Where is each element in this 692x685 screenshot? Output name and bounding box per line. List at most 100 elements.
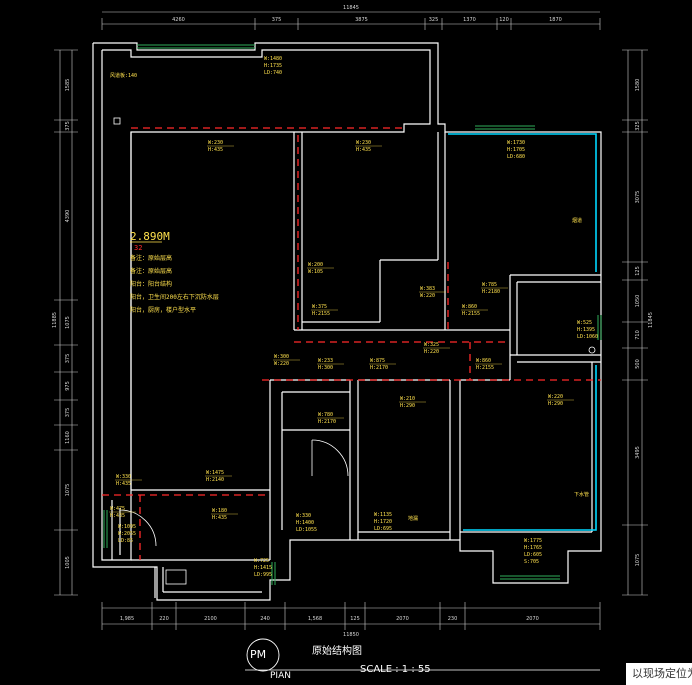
beam-label-line: W:383 xyxy=(420,286,435,292)
beam-label-line: W:860 xyxy=(462,304,477,310)
beam-label-line: W:230 xyxy=(356,140,371,146)
beam-label-line: W:300 xyxy=(274,354,289,360)
window-labels: W:1480H:1735LD:740W:1730H:1705LD:680W:52… xyxy=(118,56,598,578)
dim-top-overall: 11845 xyxy=(343,5,359,11)
beam-label-line: W:233 xyxy=(318,358,333,364)
window-label-line: S:705 xyxy=(524,559,539,565)
beam-label-line: W:220 xyxy=(548,394,563,400)
dim-right-segment: 325 xyxy=(635,121,641,131)
window-label-line: W:330 xyxy=(296,513,311,519)
beam-label-line: W:105 xyxy=(308,269,323,275)
window-label-line: LD:85 xyxy=(118,538,133,544)
window-label-line: W:1480 xyxy=(264,56,282,62)
glass-walls xyxy=(448,133,597,531)
drawing-scale: SCALE : 1 : 55 xyxy=(360,664,431,675)
window-label-line: W:1730 xyxy=(507,140,525,146)
dim-right-segment: 3075 xyxy=(635,191,641,204)
dim-bottom-segment: 240 xyxy=(260,616,270,622)
dimension-lines xyxy=(59,11,643,625)
window-label-line: H:1735 xyxy=(264,63,282,69)
dim-right-overall: 11845 xyxy=(648,312,654,328)
beam-label-line: H:290 xyxy=(400,403,415,409)
window-label-line: LD:695 xyxy=(374,526,392,532)
dim-top-segment: 3875 xyxy=(355,17,368,23)
beam-label-line: W:375 xyxy=(312,304,327,310)
window-label-line: W:2055 xyxy=(118,531,136,537)
dim-top-segment: 375 xyxy=(272,17,282,23)
dim-right-segment: 3495 xyxy=(635,446,641,459)
beam-label-line: W:220 xyxy=(420,293,435,299)
beam-label-line: W:860 xyxy=(476,358,491,364)
dim-left-segment: 1005 xyxy=(65,556,71,569)
beam-label-line: W:1475 xyxy=(206,470,224,476)
dim-bottom-segment: 1,985 xyxy=(120,616,134,622)
label-kitchen: 烟道 xyxy=(572,217,582,224)
label-drain: 地漏 xyxy=(408,515,418,522)
beam-label-line: W:220 xyxy=(274,361,289,367)
beam-label-line: W:475 xyxy=(110,506,125,512)
window-marks xyxy=(103,44,602,585)
window-label-line: LD:740 xyxy=(264,70,282,76)
dim-left-segment: 1075 xyxy=(65,316,71,329)
dim-top-segment: 1370 xyxy=(463,17,476,23)
dim-bottom-segment: 230 xyxy=(448,616,458,622)
dim-top-segment: 325 xyxy=(429,17,439,23)
dim-bottom-overall: 11850 xyxy=(343,632,359,638)
beam-label-line: H:2140 xyxy=(206,477,224,483)
drawing-title: 原始结构图 xyxy=(312,646,362,657)
outer-wall xyxy=(92,42,602,601)
beam-label-line: W:875 xyxy=(370,358,385,364)
window-label-line: LD:680 xyxy=(507,154,525,160)
window-label-line: H:1705 xyxy=(507,147,525,153)
door-swings xyxy=(113,117,596,585)
height-tag: 32 xyxy=(134,244,142,252)
dim-bottom-segment: 1,568 xyxy=(308,616,322,622)
window-label-line: W:725 xyxy=(254,558,269,564)
dim-left-segment: 375 xyxy=(65,121,71,131)
dim-top-segment: 1870 xyxy=(549,17,562,23)
beam-label-line: H:300 xyxy=(318,365,333,371)
window-label-line: LD:1055 xyxy=(296,527,317,533)
beam-label-line: H:435 xyxy=(110,513,125,519)
window-label-line: H:1765 xyxy=(524,545,542,551)
dim-right-segment: 710 xyxy=(635,330,641,340)
ceiling-height: 2.890M xyxy=(130,230,170,243)
dim-left-segment: 4390 xyxy=(65,210,71,223)
window-label-line: H:1395 xyxy=(577,327,595,333)
beam-label-line: W:780 xyxy=(318,412,333,418)
beam-label-line: H:2155 xyxy=(312,311,330,317)
dim-left-overall: 11885 xyxy=(52,312,58,328)
beam-label-line: H:2170 xyxy=(370,365,388,371)
beam-label-line: H:435 xyxy=(212,515,227,521)
beam-lines xyxy=(102,127,601,560)
window-label-line: W:1095 xyxy=(118,524,136,530)
beam-labels: W:230H:435W:230H:435W:200W:105W:375H:215… xyxy=(109,140,574,521)
dimension-ticks xyxy=(54,18,648,630)
dim-bottom-segment: 220 xyxy=(159,616,169,622)
beam-label-line: W:180 xyxy=(212,508,227,514)
window-label-line: H:1720 xyxy=(374,519,392,525)
note-line-1: 备注：原始层高 xyxy=(130,254,172,262)
dim-left-segment: 375 xyxy=(65,354,71,364)
window-label-line: LD:605 xyxy=(524,552,542,558)
beam-label-line: H:2155 xyxy=(462,311,480,317)
dim-left-segment: 1075 xyxy=(65,484,71,497)
note-line-4: 阳台，卫生间200左右下沉防水层 xyxy=(130,293,219,301)
window-label-line: W:1775 xyxy=(524,538,542,544)
dim-bottom-segment: 2070 xyxy=(396,616,409,622)
beam-label-line: H:435 xyxy=(356,147,371,153)
note-line-2: 备注：原始层高 xyxy=(130,267,172,275)
dim-right-segment: 500 xyxy=(635,359,641,369)
inner-wall-outline xyxy=(101,49,431,561)
dim-left-segment: 1160 xyxy=(65,431,71,444)
window-label-line: LD:1060 xyxy=(577,334,598,340)
beam-label-line: H:2180 xyxy=(482,289,500,295)
dim-left-segment: 1585 xyxy=(65,79,71,92)
beam-label-line: H:220 xyxy=(424,349,439,355)
beam-label-line: W:200 xyxy=(308,262,323,268)
site-note: 以现场定位为准 xyxy=(626,663,692,685)
